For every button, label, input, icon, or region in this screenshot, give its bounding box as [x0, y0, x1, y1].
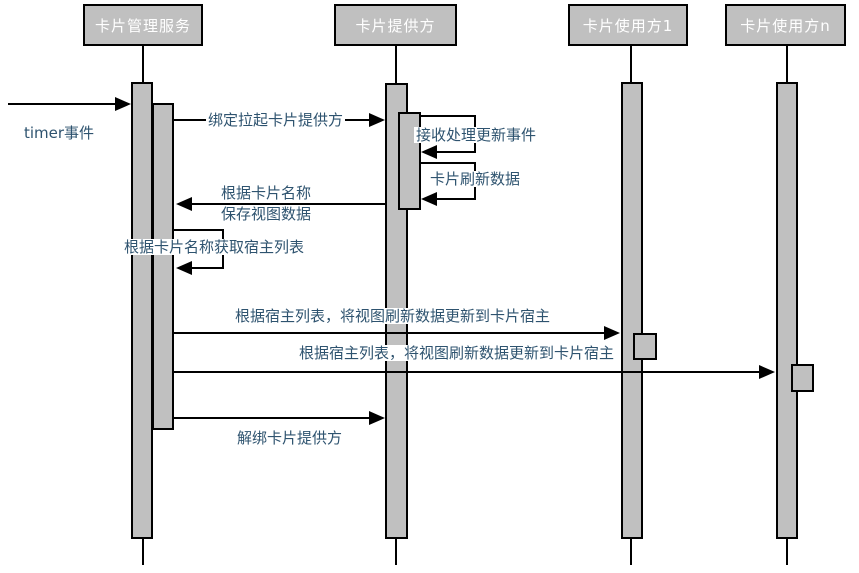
activation-card-user-n-main	[776, 82, 798, 539]
message-label-timer-event: timer事件	[22, 124, 97, 142]
actor-header-card-user-1: 卡片使用方1	[568, 4, 688, 46]
selfloop-bottom-get-host-list	[192, 267, 224, 269]
message-label-save-view-line1: 根据卡片名称	[219, 184, 314, 202]
arrowhead-get-host-list	[176, 261, 192, 275]
selfloop-top-card-refresh	[420, 162, 476, 164]
arrowhead-bind-provider	[369, 113, 385, 127]
actor-header-card-user-n: 卡片使用方n	[725, 4, 846, 46]
arrowhead-card-refresh	[421, 192, 437, 206]
message-line-update-host-n	[174, 371, 760, 373]
activation-card-user-1-main	[621, 82, 643, 539]
arrowhead-unbind-provider	[369, 411, 385, 425]
activation-card-user-1-nested	[633, 333, 657, 360]
message-label-receive-update: 接收处理更新事件	[414, 126, 539, 144]
message-label-update-host-1: 根据宿主列表，将视图刷新数据更新到卡片宿主	[233, 307, 553, 325]
arrowhead-receive-update	[421, 145, 437, 159]
message-line-save-view-data	[192, 203, 386, 205]
message-label-bind-provider: 绑定拉起卡片提供方	[206, 111, 346, 129]
activation-card-management-main	[131, 82, 153, 539]
selfloop-top-get-host-list	[174, 229, 224, 231]
activation-card-user-n-nested	[791, 364, 814, 392]
message-label-update-host-n: 根据宿主列表，将视图刷新数据更新到卡片宿主	[297, 344, 617, 362]
arrowhead-update-host-n	[759, 365, 775, 379]
actor-label: 卡片使用方n	[740, 16, 831, 35]
message-line-unbind-provider	[174, 417, 370, 419]
actor-label: 卡片提供方	[355, 16, 436, 35]
selfloop-bottom-card-refresh	[437, 198, 476, 200]
message-line-update-host-1	[174, 332, 605, 334]
actor-header-card-provider: 卡片提供方	[334, 4, 457, 46]
actor-label: 卡片使用方1	[582, 16, 674, 35]
arrowhead-update-host-1	[604, 326, 620, 340]
message-label-unbind-provider: 解绑卡片提供方	[235, 429, 345, 447]
activation-card-management-nested	[152, 103, 174, 430]
message-label-get-host-list: 根据卡片名称获取宿主列表	[122, 238, 307, 256]
selfloop-bottom-receive-update	[437, 151, 476, 153]
arrowhead-save-view-data	[176, 197, 192, 211]
message-label-save-view-line2: 保存视图数据	[219, 205, 314, 223]
arrowhead-timer-event	[115, 97, 131, 111]
selfloop-top-receive-update	[420, 115, 476, 117]
actor-label: 卡片管理服务	[94, 16, 191, 35]
message-label-card-refresh: 卡片刷新数据	[428, 170, 523, 188]
actor-header-card-management-service: 卡片管理服务	[83, 4, 203, 46]
message-line-timer-event	[8, 103, 116, 105]
